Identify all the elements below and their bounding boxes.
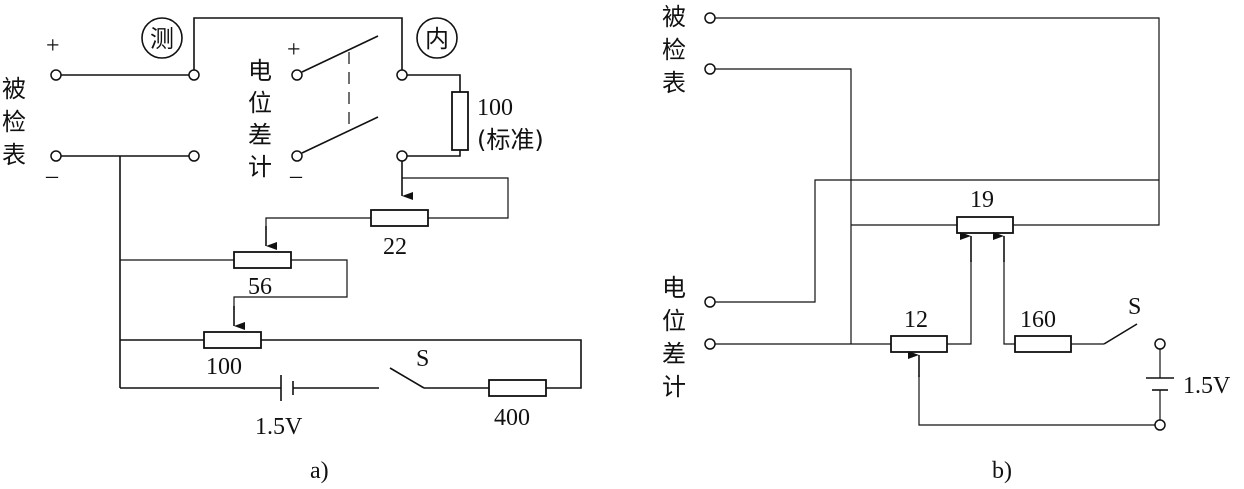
resistor-56-label: 56 [248,274,272,300]
svg-text:被: 被 [662,3,686,31]
wire-12-to-19 [947,260,972,345]
meter-plus-sign: + [46,33,60,59]
wire-22-loop [402,177,509,219]
svg-text:位: 位 [248,89,272,117]
switch-s-blade-b [1103,323,1138,345]
switch-s-label-a: S [416,346,429,372]
caption-b: b) [992,458,1012,484]
internal-switch-circle [416,17,458,59]
resistor-100-label: 100 [206,354,242,380]
switch-s-label-b: S [1128,294,1141,320]
test-switch-lower-terminal [188,150,200,162]
switch-blade-top [301,35,379,73]
svg-text:检: 检 [2,108,26,136]
meter-label-a: 被 检 表 [2,75,26,169]
battery-label-b: 1.5V [1183,373,1231,399]
test-switch-circle [141,17,183,59]
test-switch-label: 测 [150,25,174,53]
potentiometer-label-a: 电 位 差 计 [248,57,272,181]
battery-label-a: 1.5V [255,414,303,440]
pot-plus-sign: + [287,37,301,63]
resistor-100 [203,331,262,349]
resistor-19-label: 19 [970,187,994,213]
svg-text:位: 位 [662,307,686,335]
standard-resistor-value: 100 [477,95,513,121]
wire-test-internal [193,17,403,70]
svg-text:检: 检 [662,36,686,64]
meter-plus-terminal [50,69,62,81]
svg-text:被: 被 [2,75,26,103]
svg-text:表: 表 [662,69,686,97]
resistor-160-label: 160 [1020,307,1056,333]
meter-label-b: 被 检 表 [662,3,686,97]
pot-b-bottom-terminal [704,338,716,350]
switch-blade-bottom [301,116,379,154]
meter-minus-terminal [50,150,62,162]
diagram-a: 被 检 表 + – 测 内 电 位 差 计 + – [2,17,582,484]
wire-meter-b-bottom [715,68,852,344]
svg-text:差: 差 [248,121,272,149]
resistor-22 [370,209,429,227]
caption-a: a) [310,458,329,484]
wire-56-loop [233,259,348,310]
wire-to-standard [407,74,461,92]
potentiometer-label-b: 电 位 差 计 [662,274,686,401]
pot-b-top-terminal [704,296,716,308]
svg-text:电: 电 [248,57,272,85]
svg-text:电: 电 [662,274,686,302]
resistor-400-label: 400 [494,405,530,431]
resistor-12 [890,335,948,353]
meter-b-top-terminal [704,12,716,24]
svg-text:计: 计 [662,373,686,401]
meter-b-bottom-terminal [704,63,716,75]
resistor-12-label: 12 [904,307,928,333]
svg-text:差: 差 [662,340,686,368]
internal-bottom-terminal [396,150,408,162]
resistor-400 [488,379,547,397]
meter-minus-sign: – [45,163,59,189]
resistor-19 [956,216,1014,234]
wire-pot-b-top [715,179,1159,303]
resistor-160 [1014,335,1072,353]
battery-b-top-terminal [1154,338,1166,350]
pot-minus-sign: – [289,163,303,189]
pot-minus-terminal [291,150,303,162]
test-switch-terminal [188,69,200,81]
resistor-standard-100 [451,91,469,151]
switch-s-blade-a [389,367,425,389]
battery-b-bottom-terminal [1154,419,1166,431]
wire-22-to-56 [265,217,371,230]
internal-top-terminal [396,69,408,81]
wire-100-right [261,339,582,389]
wire-meter-b-top [715,17,1160,226]
svg-text:表: 表 [2,141,26,169]
wire-battery-to-12-slider [918,375,1160,426]
resistor-22-label: 22 [383,234,407,260]
pot-plus-terminal [291,69,303,81]
wire-160-to-19 [1003,260,1015,345]
svg-text:计: 计 [248,153,272,181]
wire-from-standard [407,150,461,157]
internal-switch-label: 内 [425,25,449,53]
standard-resistor-note: (标准) [477,126,544,154]
diagram-b: 被 检 表 19 电 位 差 计 12 16 [662,3,1231,484]
resistor-56 [233,251,292,269]
